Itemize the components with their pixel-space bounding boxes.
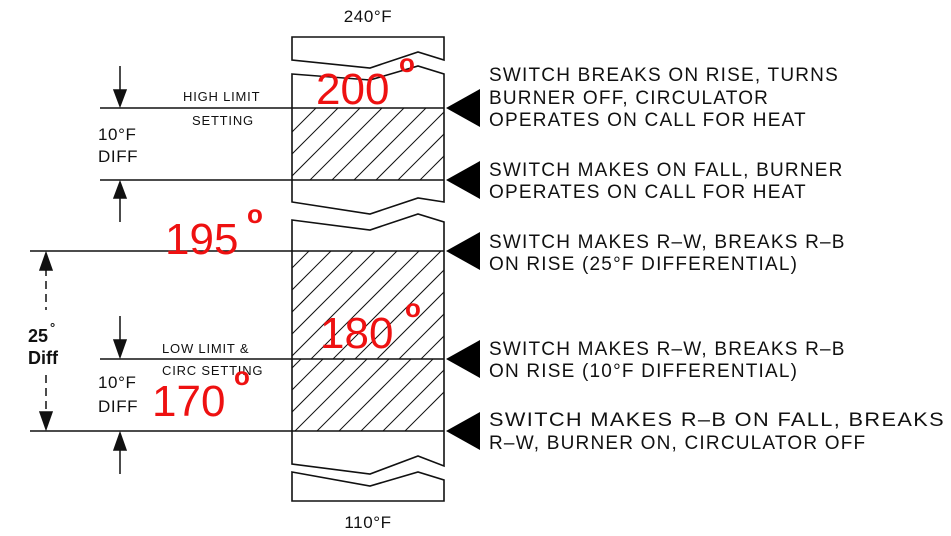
temp-180-label: 180 xyxy=(320,309,393,358)
temperature-column xyxy=(291,36,445,502)
temp-195-label: 195 xyxy=(165,215,238,264)
diff25-value-label: 25 xyxy=(28,326,48,346)
circ-setting-label: CIRC SETTING xyxy=(162,363,263,378)
column-upper-block xyxy=(291,65,445,215)
description-5: SWITCH MAKES R–B ON FALL, BREAKS R–W, BU… xyxy=(489,410,945,454)
description-1: SWITCH BREAKS ON RISE, TURNS BURNER OFF,… xyxy=(489,65,839,131)
pointer-triangle-icon xyxy=(446,340,480,378)
description-5-line-2: R–W, BURNER ON, CIRCULATOR OFF xyxy=(489,433,866,454)
description-2-line-2: OPERATES ON CALL FOR HEAT xyxy=(489,182,807,203)
pointer-triangle-icon xyxy=(446,161,480,199)
description-3: SWITCH MAKES R–W, BREAKS R–B ON RISE (25… xyxy=(489,232,846,275)
diff25-degree-mark: ° xyxy=(50,320,55,335)
temp-200-degree: o xyxy=(399,48,415,78)
arrow-up-icon xyxy=(38,250,54,271)
column-lower-block xyxy=(291,213,445,475)
top-temperature-label: 240°F xyxy=(344,7,393,26)
bottom-temperature-label: 110°F xyxy=(344,513,391,532)
description-5-line-1: SWITCH MAKES R–B ON FALL, BREAKS xyxy=(489,410,945,431)
arrow-down-icon xyxy=(112,339,128,360)
hatch-25-diff-region xyxy=(292,251,444,359)
description-1-line-3: OPERATES ON CALL FOR HEAT xyxy=(489,110,807,131)
diff-bottom-value-label: 10°F xyxy=(98,373,137,392)
diff25-label: Diff xyxy=(28,348,59,368)
description-1-line-1: SWITCH BREAKS ON RISE, TURNS xyxy=(489,65,839,86)
temp-180-degree: o xyxy=(405,293,421,323)
hatch-low-limit-region xyxy=(292,359,444,431)
high-limit-setting-label: SETTING xyxy=(192,113,254,128)
description-1-line-2: BURNER OFF, CIRCULATOR xyxy=(489,88,769,109)
description-4-line-2: ON RISE (10°F DIFFERENTIAL) xyxy=(489,361,798,382)
temp-170-degree: o xyxy=(234,361,250,391)
description-3-line-1: SWITCH MAKES R–W, BREAKS R–B xyxy=(489,232,846,253)
description-3-line-2: ON RISE (25°F DIFFERENTIAL) xyxy=(489,254,798,275)
hatch-high-limit-region xyxy=(292,108,444,180)
pointer-triangles xyxy=(446,89,480,450)
temp-195-degree: o xyxy=(247,199,263,229)
description-2-line-1: SWITCH MAKES ON FALL, BURNER xyxy=(489,160,844,181)
pointer-triangle-icon xyxy=(446,232,480,270)
description-2: SWITCH MAKES ON FALL, BURNER OPERATES ON… xyxy=(489,160,844,203)
low-limit-label: LOW LIMIT & xyxy=(162,341,249,356)
high-limit-label: HIGH LIMIT xyxy=(183,89,260,104)
arrow-down-icon xyxy=(112,89,128,109)
column-top-piece xyxy=(291,36,445,69)
column-bottom-piece xyxy=(291,471,445,502)
arrow-up-icon xyxy=(112,179,128,199)
diff-bottom-label: DIFF xyxy=(98,397,138,416)
description-4: SWITCH MAKES R–W, BREAKS R–B ON RISE (10… xyxy=(489,339,846,382)
arrow-up-icon xyxy=(112,430,128,451)
pointer-triangle-icon xyxy=(446,89,480,127)
setpoint-lines xyxy=(30,107,444,432)
diff-top-label: DIFF xyxy=(98,147,138,166)
arrow-down-icon xyxy=(38,411,54,432)
temp-200-label: 200 xyxy=(316,65,389,114)
pointer-triangle-icon xyxy=(446,412,480,450)
diff-top-value-label: 10°F xyxy=(98,125,137,144)
dimension-arrows xyxy=(38,66,128,474)
description-4-line-1: SWITCH MAKES R–W, BREAKS R–B xyxy=(489,339,846,360)
temp-170-label: 170 xyxy=(152,377,225,426)
